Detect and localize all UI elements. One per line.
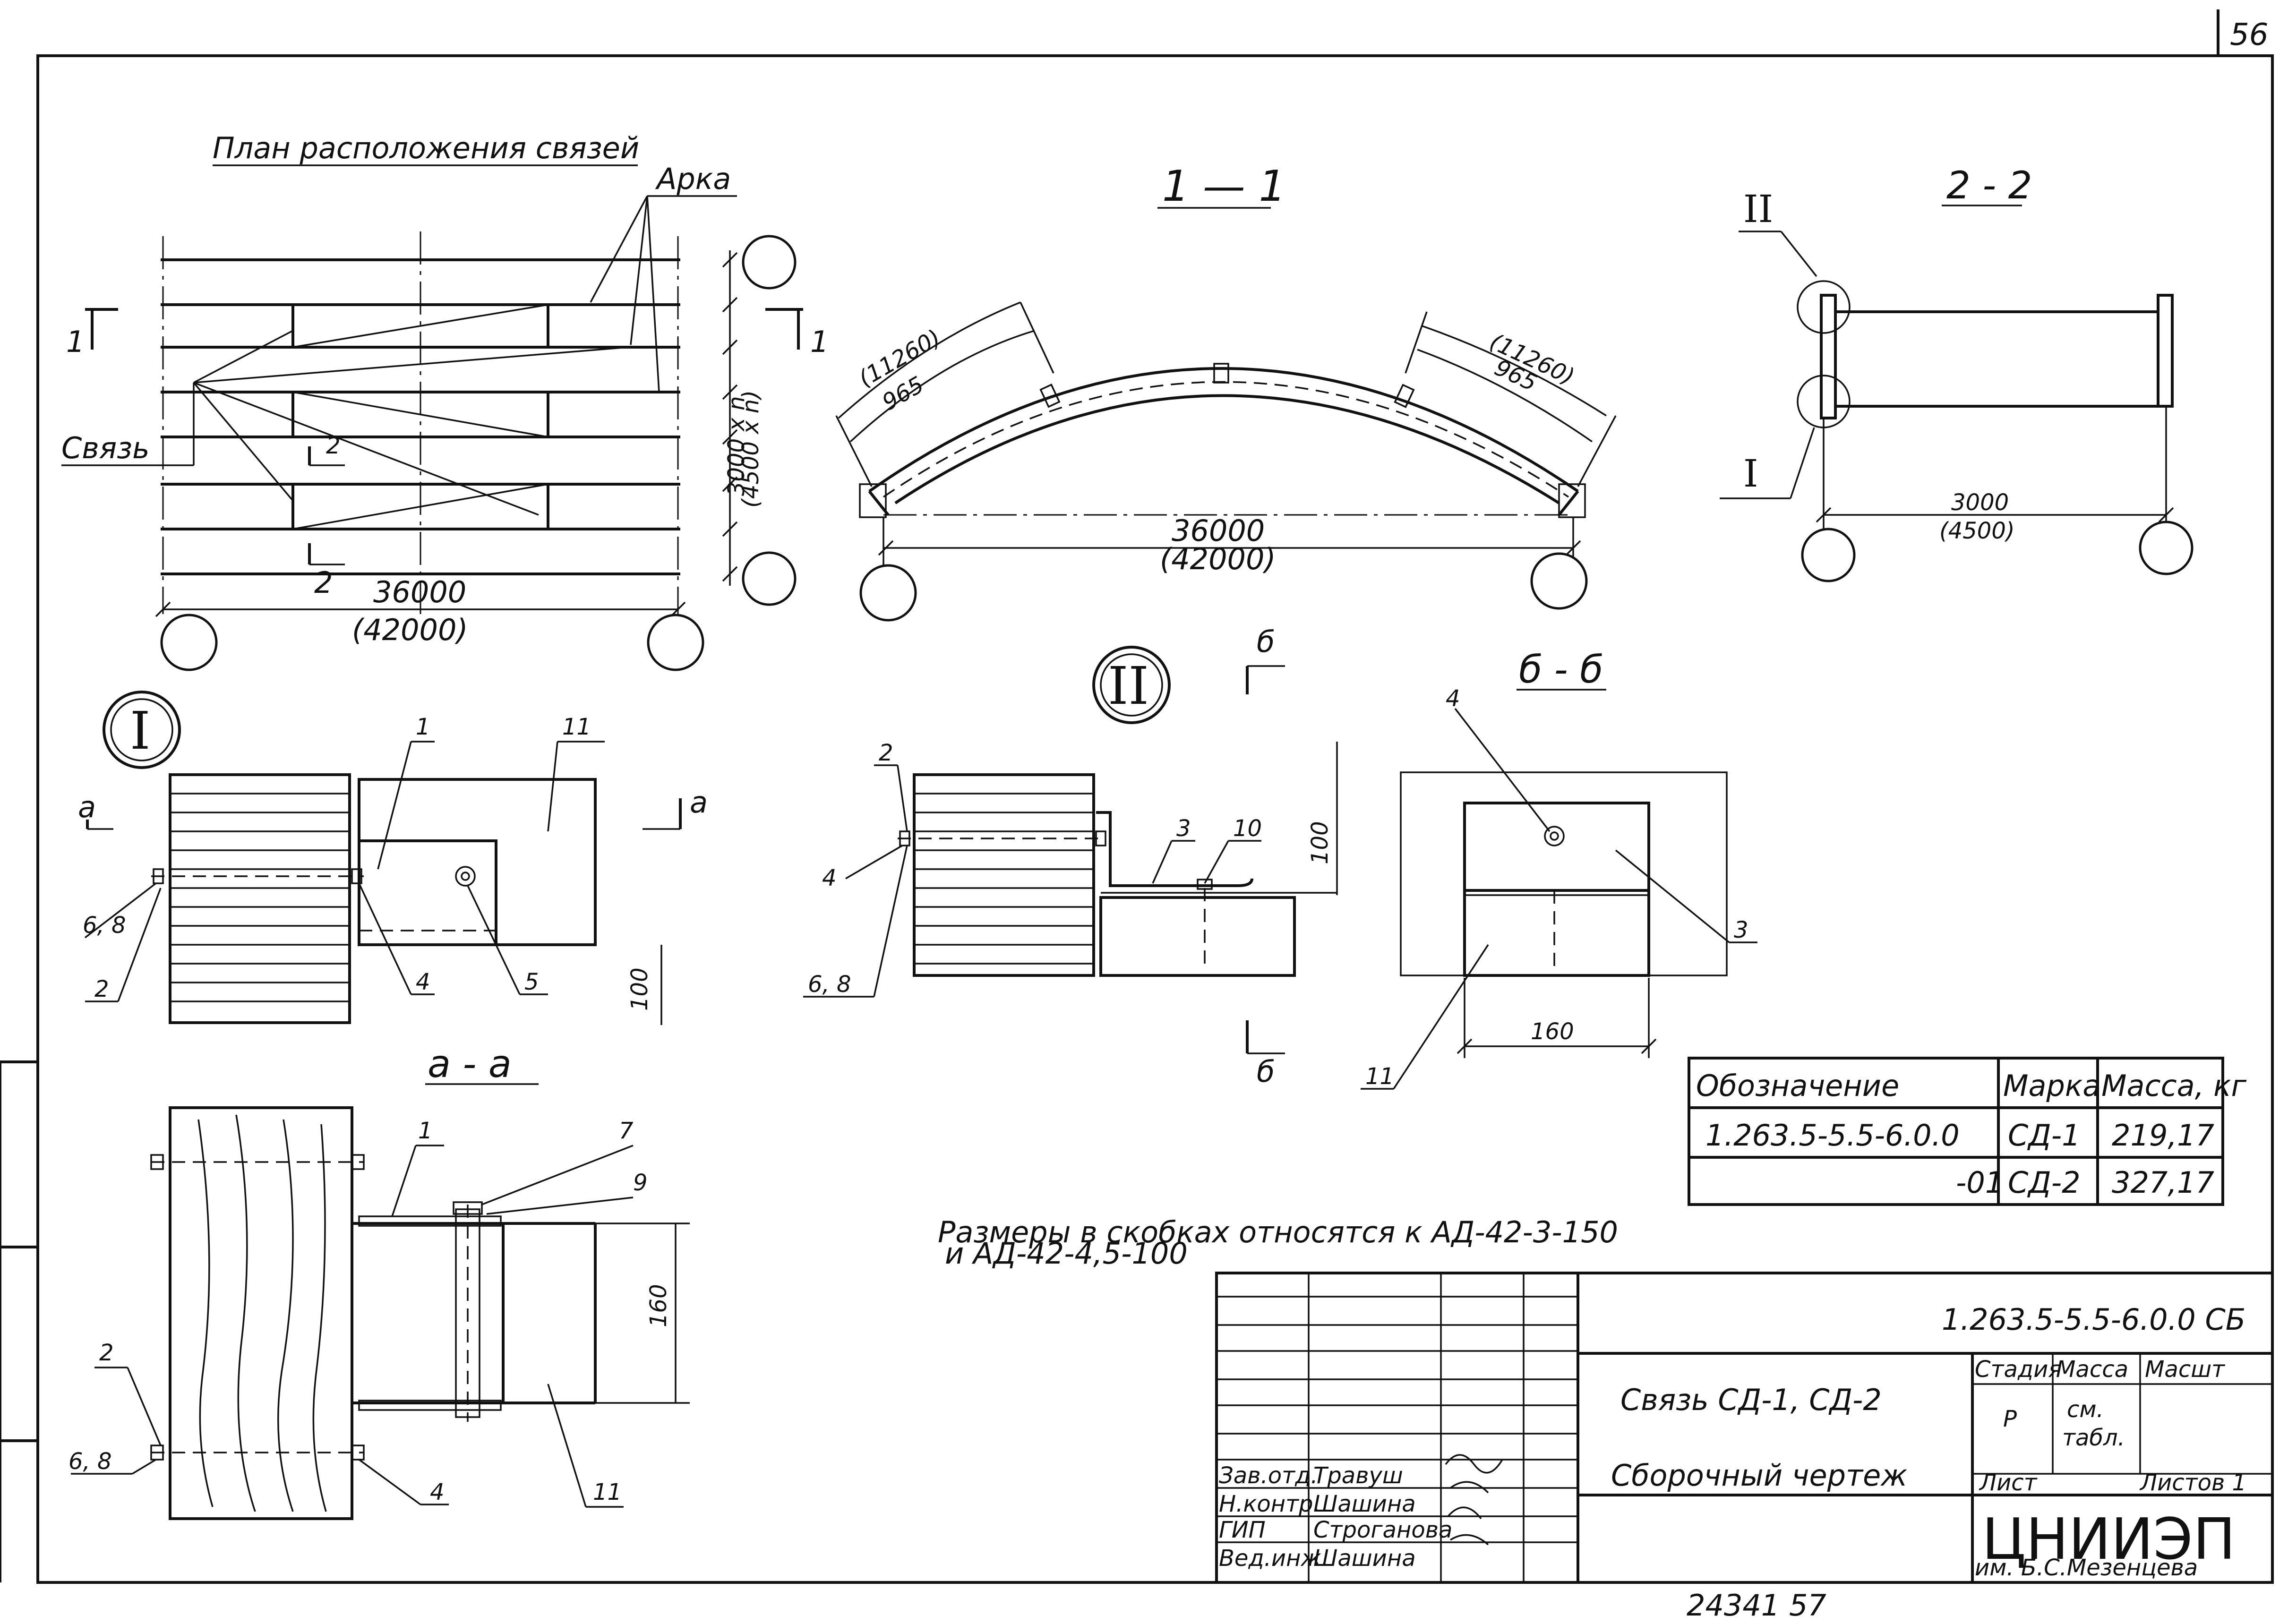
plan-section-2-bottom: 2 <box>314 565 333 600</box>
plan-dim-span: 36000 <box>373 575 466 609</box>
signer-4-role: Вед.инж. <box>1219 1545 1328 1572</box>
section-1-1-dim-span-alt: (42000) <box>1160 542 1276 576</box>
node-I-cut-right: a <box>690 785 708 820</box>
section-bb-dim-160: 160 <box>1531 1018 1574 1045</box>
plan-section-1-left: 1 <box>66 325 85 359</box>
section-aa-label-1: 1 <box>418 1118 433 1144</box>
node-II-label-4: 4 <box>822 865 837 891</box>
node-II-label-68: 6, 8 <box>808 971 851 998</box>
node-I-label-4: 4 <box>416 969 430 995</box>
org-name: ЦНИИЭП <box>1982 1507 2236 1573</box>
spec-row2-designation: -01 <box>1956 1165 2004 1200</box>
note-line-1: Размеры в скобках относятся к АД-42-3-15… <box>938 1215 1618 1249</box>
section-1-1: 1 — 1 (11260) 965 (11260) 965 36000 <box>835 162 1617 622</box>
stage-value: Р <box>2003 1406 2017 1432</box>
spec-row2-mark: СД-2 <box>2008 1165 2081 1200</box>
spec-table: Обозначение Марка Масса, кг 1.263.5-5.5-… <box>1688 1057 2247 1206</box>
signer-3-name: Строганова <box>1313 1517 1452 1543</box>
node-II: II б б 100 2 4 6, 8 3 1 <box>803 624 1338 1089</box>
section-bb-label-3: 3 <box>1734 917 1748 943</box>
scale-header: Масшт <box>2145 1356 2226 1383</box>
section-2-2-title: 2 - 2 <box>1946 163 2032 207</box>
node-I-mark: I <box>130 701 150 761</box>
spec-header-mark: Марка <box>2003 1068 2100 1103</box>
section-aa-label-9: 9 <box>633 1170 648 1196</box>
section-bb-label-11: 11 <box>1365 1063 1394 1090</box>
section-bb-title: б - б <box>1519 648 1603 692</box>
spec-row1-mass: 219,17 <box>2112 1118 2214 1153</box>
section-aa-label-68: 6, 8 <box>69 1448 112 1475</box>
node-II-label-10: 10 <box>1233 815 1262 842</box>
node-II-label-3: 3 <box>1176 815 1191 842</box>
section-aa-label-7: 7 <box>619 1118 634 1144</box>
plan-section-1-right: 1 <box>810 325 829 359</box>
sheet-frame <box>0 9 2274 1584</box>
signer-1-name: Травуш <box>1313 1462 1403 1489</box>
section-aa-label-4: 4 <box>430 1479 445 1505</box>
spec-row1-designation: 1.263.5-5.5-6.0.0 <box>1705 1118 1960 1153</box>
title-block: 1.263.5-5.5-6.0.0 СБ Связь СД-1, СД-2 Сб… <box>1215 1272 2274 1584</box>
node-I-dim-100: 100 <box>626 967 653 1011</box>
spec-row1-mark: СД-1 <box>2008 1118 2081 1153</box>
node-II-cut-bottom: б <box>1257 1054 1275 1089</box>
signature-marks <box>1445 1454 1503 1546</box>
section-1-1-dim-span: 36000 <box>1172 513 1265 548</box>
node-I-cut-left: a <box>78 790 96 824</box>
node-I: I a a 1 11 6, 8 2 4 <box>78 691 708 1025</box>
signer-1-role: Зав.отд. <box>1219 1462 1318 1489</box>
mass-value-2: табл. <box>2062 1425 2125 1451</box>
node-I-label-5: 5 <box>524 969 539 995</box>
spec-header-designation: Обозначение <box>1696 1068 1899 1103</box>
node-I-label-68: 6, 8 <box>83 912 126 939</box>
section-aa: а - а 160 1 7 9 2 <box>69 1042 690 1520</box>
sheets-label: Листов 1 <box>2139 1470 2246 1496</box>
bottom-number: 24341 57 <box>1687 1588 1826 1623</box>
doc-code: 1.263.5-5.5-6.0.0 СБ <box>1942 1302 2245 1337</box>
section-aa-title: а - а <box>428 1042 512 1086</box>
page-number: 56 <box>2230 17 2268 52</box>
section-2-2: 2 - 2 II I 3000 (4500) <box>1720 163 2194 582</box>
node-I-label-11: 11 <box>562 714 591 740</box>
section-bb-label-4: 4 <box>1446 685 1460 712</box>
node-I-label-1: 1 <box>416 714 430 740</box>
brace-label: Связь <box>61 431 150 465</box>
plan-view: План расположения связей Связь <box>61 131 829 671</box>
node-II-cut-top: б <box>1257 624 1275 659</box>
node-II-dim-100: 100 <box>1307 821 1333 864</box>
section-aa-dim-160: 160 <box>645 1284 672 1327</box>
signer-2-role: Н.контр. <box>1219 1491 1320 1517</box>
section-2-2-dim: 3000 <box>1951 489 2009 516</box>
node-II-mark: II <box>1108 656 1149 716</box>
section-aa-label-11: 11 <box>593 1479 622 1505</box>
node-I-label-2: 2 <box>94 976 109 1002</box>
sheet-label: Лист <box>1979 1470 2038 1496</box>
stage-header: Стадия <box>1975 1356 2062 1383</box>
section-2-2-dim-alt: (4500) <box>1939 518 2015 544</box>
signer-3-role: ГИП <box>1219 1517 1266 1543</box>
node-II-ref: II <box>1743 187 1773 231</box>
spec-row2-mass: 327,17 <box>2112 1165 2214 1200</box>
section-bb: б - б 4 3 11 160 <box>1361 648 1757 1090</box>
org-subtitle: им. Б.С.Мезенцева <box>1975 1555 2198 1581</box>
doc-name-line-1: Связь СД-1, СД-2 <box>1620 1383 1882 1417</box>
section-1-1-title: 1 — 1 <box>1162 162 1286 211</box>
node-I-ref: I <box>1743 452 1758 496</box>
mass-header: Масса <box>2056 1356 2128 1383</box>
section-aa-label-2: 2 <box>99 1340 114 1366</box>
spec-header-mass: Масса, кг <box>2101 1068 2247 1103</box>
signer-4-name: Шашина <box>1313 1545 1416 1572</box>
doc-name-line-2: Сборочный чертеж <box>1611 1458 1907 1493</box>
plan-dim-span-alt: (42000) <box>352 613 468 647</box>
mass-value-1: см. <box>2067 1396 2104 1423</box>
plan-dim-step: 3000 x n <box>723 396 750 496</box>
signer-2-name: Шашина <box>1313 1491 1416 1517</box>
plan-title: План расположения связей <box>213 131 639 165</box>
note-line-2: и АД-42-4,5-100 <box>945 1236 1188 1271</box>
plan-section-2-top: 2 <box>326 433 341 459</box>
node-II-label-2: 2 <box>879 740 893 766</box>
arch-label: Арка <box>655 162 731 196</box>
plan-dim-step-alt: (4500 x n) <box>737 390 764 508</box>
